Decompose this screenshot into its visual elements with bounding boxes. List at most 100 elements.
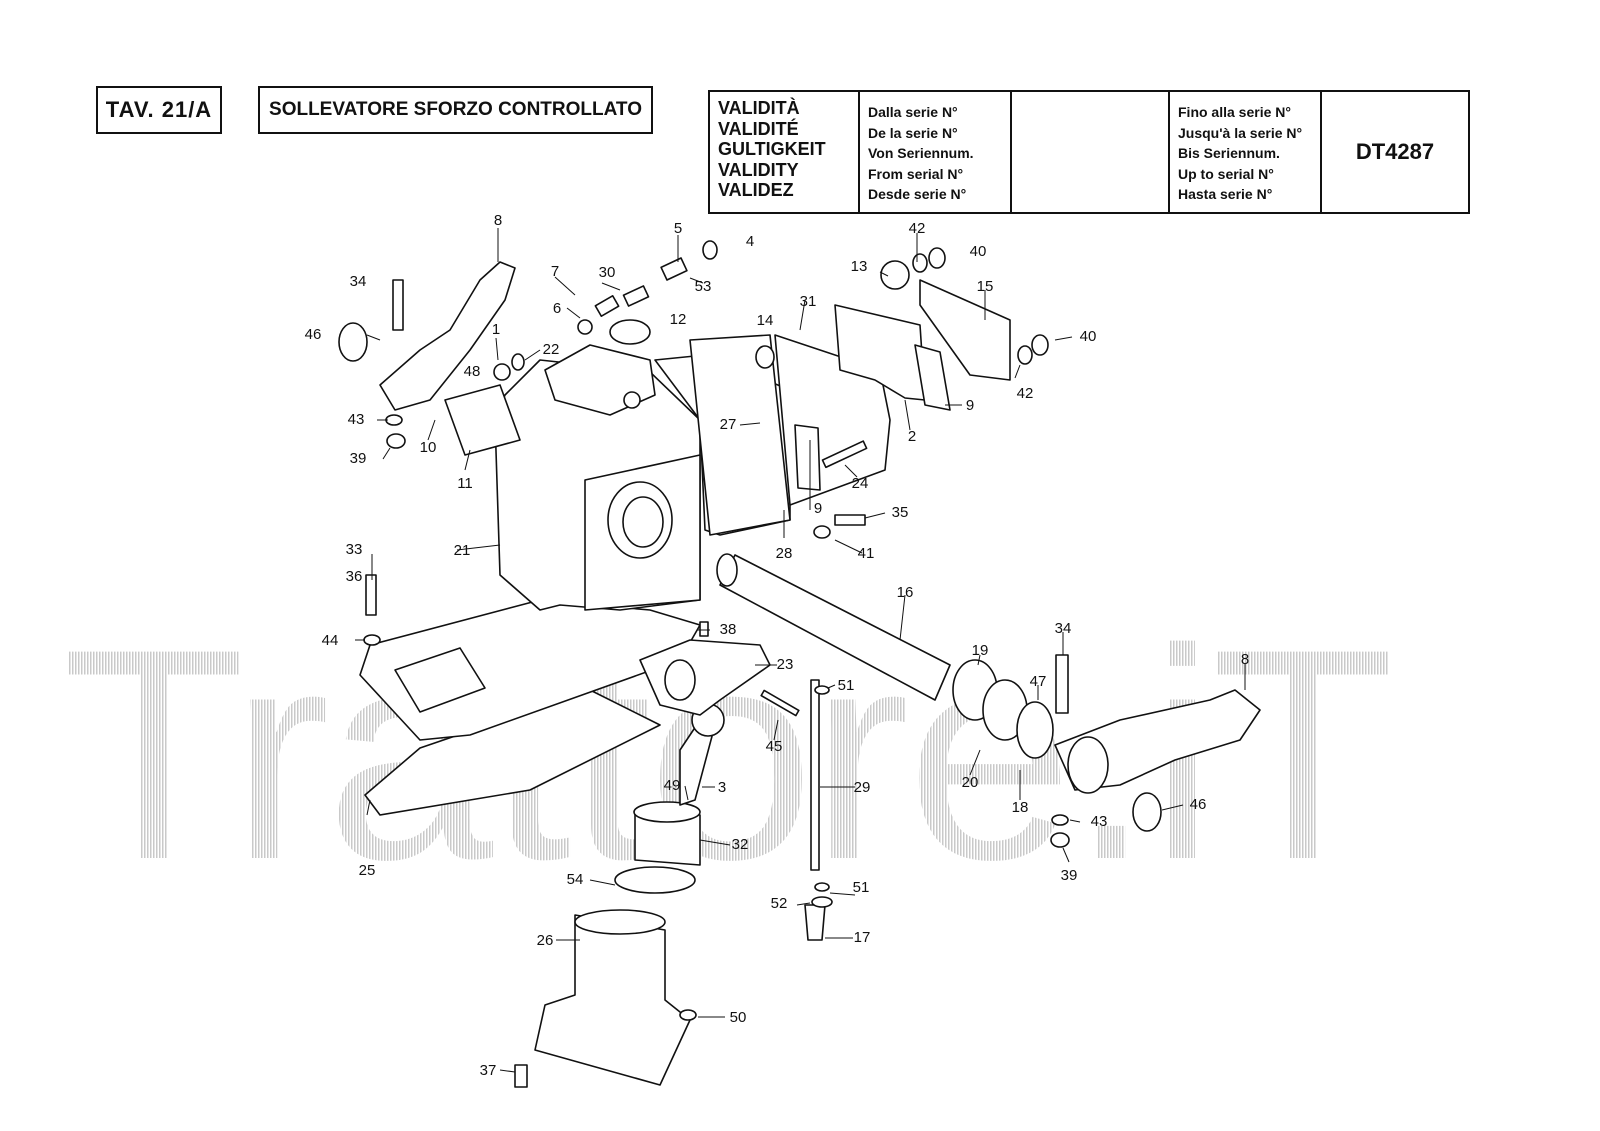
callout-46-right: 46 [1190,796,1207,813]
validity-table: VALIDITÀ VALIDITÉ GULTIGKEIT VALIDITY VA… [708,90,1470,214]
page-title: SOLLEVATORE SFORZO CONTROLLATO [258,86,653,134]
housing-boss [623,391,641,409]
base-gasket [364,689,661,816]
callout-53: 53 [695,278,712,295]
bolt-37 [514,1064,528,1088]
nut-39-right [1050,832,1070,848]
callout-39: 39 [350,450,367,467]
bolt-34-right [1055,654,1069,714]
from-label: Von Seriennum. [868,145,974,161]
bolt-35 [834,514,866,526]
callout-44: 44 [322,632,339,649]
callout-14: 14 [757,312,774,329]
callout-34-right: 34 [1055,620,1072,637]
validity-label: VALIDITÉ [718,118,799,139]
callout-46: 46 [305,326,322,343]
callout-37: 37 [480,1062,497,1079]
callout-52: 52 [771,895,788,912]
callout-1: 1 [492,321,500,338]
ram-cylinder [534,914,691,1086]
callout-36: 36 [346,568,363,585]
callout-21: 21 [454,542,471,559]
washer-50 [679,1009,697,1021]
validity-labels: VALIDITÀ VALIDITÉ GULTIGKEIT VALIDITY VA… [710,92,860,212]
callout-11: 11 [457,475,473,492]
callout-28: 28 [776,545,793,562]
push-rod [810,679,820,871]
callout-31: 31 [800,293,817,310]
piston-top [633,801,701,823]
callout-8-right: 8 [1241,651,1249,668]
callout-29: 29 [854,779,871,796]
callout-34: 34 [350,273,367,290]
callout-42-top: 42 [909,220,926,237]
from-label: Dalla serie N° [868,104,958,120]
callout-43: 43 [348,411,365,428]
washer-51-bottom [814,882,830,892]
callout-8: 8 [494,212,502,229]
callout-2: 2 [908,428,916,445]
valve-7 [594,295,620,317]
callout-45: 45 [766,738,783,755]
validity-label: VALIDITY [718,159,799,180]
from-label: Desde serie N° [868,186,967,202]
validity-label: GULTIGKEIT [718,139,826,159]
callout-13: 13 [851,258,868,275]
callout-38: 38 [720,621,737,638]
bolt-34-left [392,279,404,331]
washer-42-right [1017,345,1033,365]
callout-32: 32 [732,836,749,853]
spring-30 [622,285,650,307]
callout-51-bottom: 51 [853,879,870,896]
pin-45 [760,689,800,717]
callout-40-top: 40 [970,243,987,260]
rocker-bore [664,659,696,701]
plate-15 [919,279,1011,381]
washer-52 [811,896,833,908]
callout-50: 50 [730,1009,747,1026]
bracket-2 [834,304,926,401]
callout-4: 4 [746,233,754,250]
callout-48: 48 [464,363,481,380]
callout-51-top: 51 [838,677,855,694]
callout-16: 16 [897,584,914,601]
table-code: TAV. 21/A [96,86,222,134]
callout-26: 26 [537,932,554,949]
from-label: From serial N° [868,165,964,182]
washer-43-right [1051,814,1069,826]
cross-shaft-end [716,553,738,587]
bolt-36 [365,574,377,616]
to-serial-labels: Fino alla serie N° Jusqu'à la serie N° B… [1170,92,1322,212]
callout-40-right: 40 [1080,328,1097,345]
washer-42-top [912,253,928,273]
callout-42-right: 42 [1017,385,1034,402]
shaft-stub [444,384,521,456]
plug-5 [660,257,688,281]
callout-24: 24 [852,475,869,492]
callout-17: 17 [854,929,871,946]
valve-1 [493,363,511,381]
callout-3: 3 [718,779,726,796]
callout-18: 18 [1012,799,1029,816]
plate-9 [914,344,951,411]
callout-27: 27 [720,416,737,433]
callout-33: 33 [346,541,363,558]
to-label: Up to serial N° [1178,165,1274,182]
callout-12: 12 [670,311,687,328]
washer-22 [511,353,525,371]
callout-47: 47 [1030,673,1047,690]
leader-lines [355,228,1246,1073]
callout-7: 7 [551,263,559,280]
dowel-38 [699,621,709,637]
seal-47 [1016,701,1054,759]
cap-12 [609,319,651,345]
bushing-13 [880,260,910,290]
from-serial-value [1012,92,1170,212]
lift-arm-right-hub [1067,736,1109,794]
callout-19: 19 [972,642,989,659]
callout-22: 22 [543,341,560,358]
callout-41: 41 [858,545,875,562]
housing-base-recess [394,647,486,713]
to-label: Fino alla serie N° [1178,104,1291,120]
